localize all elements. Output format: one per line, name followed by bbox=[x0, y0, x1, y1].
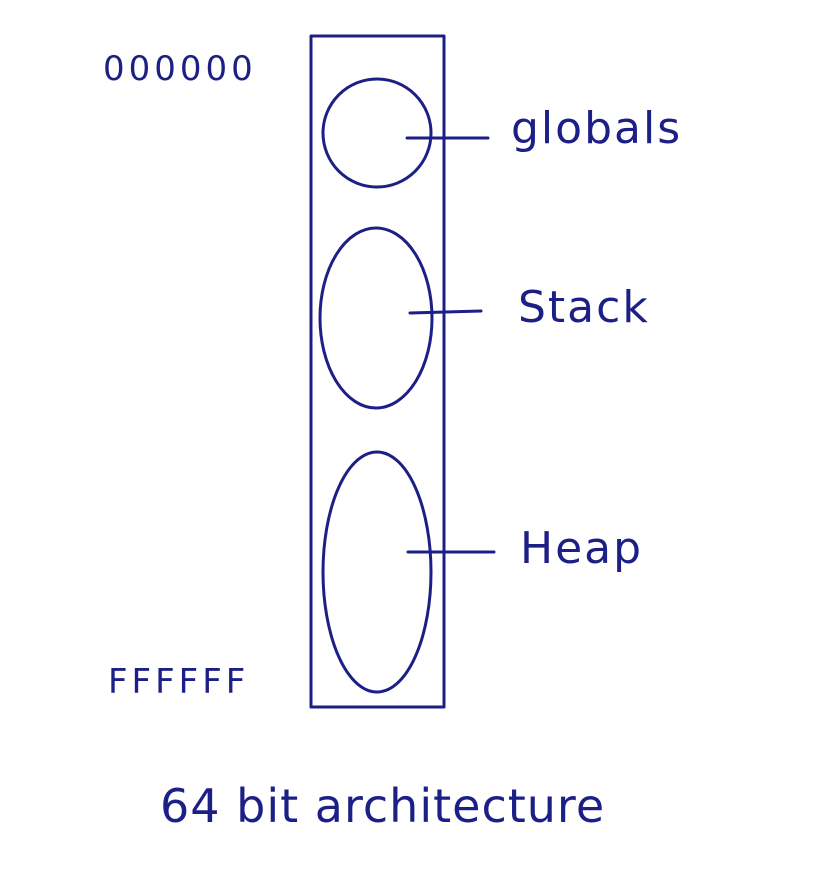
stack-label: Stack bbox=[518, 282, 650, 333]
globals-segment bbox=[321, 77, 433, 189]
stack-leader-line bbox=[408, 309, 483, 315]
diagram-caption: 64 bit architecture bbox=[160, 779, 605, 833]
heap-segment bbox=[321, 450, 433, 694]
end-address-label: FFFFFF bbox=[108, 662, 249, 702]
heap-label: Heap bbox=[520, 523, 643, 574]
stack-segment bbox=[318, 226, 434, 410]
memory-column bbox=[309, 34, 446, 709]
globals-label: globals bbox=[511, 103, 682, 154]
start-address-label: 000000 bbox=[103, 49, 257, 89]
